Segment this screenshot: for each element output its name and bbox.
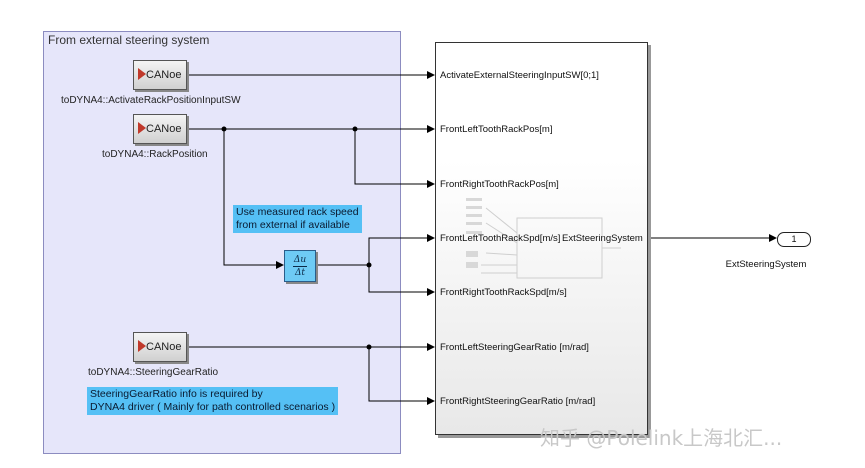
subsystem-name: ExtSteeringSystem bbox=[562, 233, 643, 244]
line-gear-right[interactable] bbox=[368, 347, 435, 405]
canoe-activate-block[interactable]: CANoe bbox=[133, 60, 187, 90]
gear-ratio-note-line1: SteeringGearRatio info is required by bbox=[90, 388, 263, 400]
gear-ratio-note-line2: DYNA4 driver ( Mainly for path controlle… bbox=[90, 401, 336, 413]
derivative-numerator: Δu bbox=[293, 255, 307, 265]
junction-speed-split bbox=[366, 262, 372, 268]
derivative-denominator: Δt bbox=[294, 268, 306, 278]
outport-name: ExtSteeringSystem bbox=[725, 259, 807, 270]
port-label-2: FrontLeftToothRackPos[m] bbox=[440, 124, 553, 135]
canoe-arrow-icon bbox=[138, 340, 146, 352]
canoe-gear-block[interactable]: CANoe bbox=[133, 332, 187, 362]
port-label-7: FrontRightSteeringGearRatio [m/rad] bbox=[440, 396, 596, 407]
gear-ratio-note: SteeringGearRatio info is required by DY… bbox=[87, 387, 339, 415]
watermark: 知乎 @Polelink上海北汇... bbox=[540, 426, 783, 450]
derivative-block[interactable]: Δu Δt bbox=[284, 250, 316, 282]
subsystem-preview-icon bbox=[466, 198, 621, 279]
junction-gear-split bbox=[366, 344, 372, 350]
rack-speed-note-line1: Use measured rack speed bbox=[236, 206, 359, 218]
port-label-1: ActivateExternalSteeringInputSW[0;1] bbox=[440, 70, 599, 81]
external-steering-area bbox=[43, 31, 401, 454]
line-to-derivative[interactable] bbox=[223, 129, 284, 269]
port-label-6: FrontLeftSteeringGearRatio [m/rad] bbox=[440, 342, 589, 353]
activate-block-label: toDYNA4::ActivateRackPositionInputSW bbox=[61, 95, 241, 106]
ext-steering-subsystem[interactable] bbox=[435, 42, 648, 435]
rack-speed-note-line2: from external if available bbox=[236, 219, 350, 231]
derivative-fraction-bar bbox=[293, 266, 307, 267]
port-label-4: FrontLeftToothRackSpd[m/s] bbox=[440, 233, 561, 244]
canoe-rackpos-block[interactable]: CANoe bbox=[133, 114, 187, 144]
junction-rackpos bbox=[221, 126, 227, 132]
canoe-arrow-icon bbox=[138, 122, 146, 134]
area-title: From external steering system bbox=[48, 33, 210, 47]
outport-block[interactable]: 1 bbox=[777, 232, 811, 247]
line-speed-right[interactable] bbox=[368, 265, 435, 296]
port-label-5: FrontRightToothRackSpd[m/s] bbox=[440, 287, 567, 298]
rackpos-block-label: toDYNA4::RackPosition bbox=[102, 149, 208, 160]
port-label-3: FrontRightToothRackPos[m] bbox=[440, 179, 559, 190]
canoe-label: CANoe bbox=[146, 341, 182, 353]
rack-speed-note: Use measured rack speed from external if… bbox=[233, 205, 362, 233]
junction-rackpos-split bbox=[352, 126, 358, 132]
line-speed-left[interactable] bbox=[368, 234, 435, 265]
canoe-label: CANoe bbox=[146, 123, 182, 135]
gear-block-label: toDYNA4::SteeringGearRatio bbox=[88, 367, 219, 378]
canoe-label: CANoe bbox=[146, 69, 182, 81]
line-rackpos-right[interactable] bbox=[354, 129, 435, 188]
canoe-arrow-icon bbox=[138, 68, 146, 80]
